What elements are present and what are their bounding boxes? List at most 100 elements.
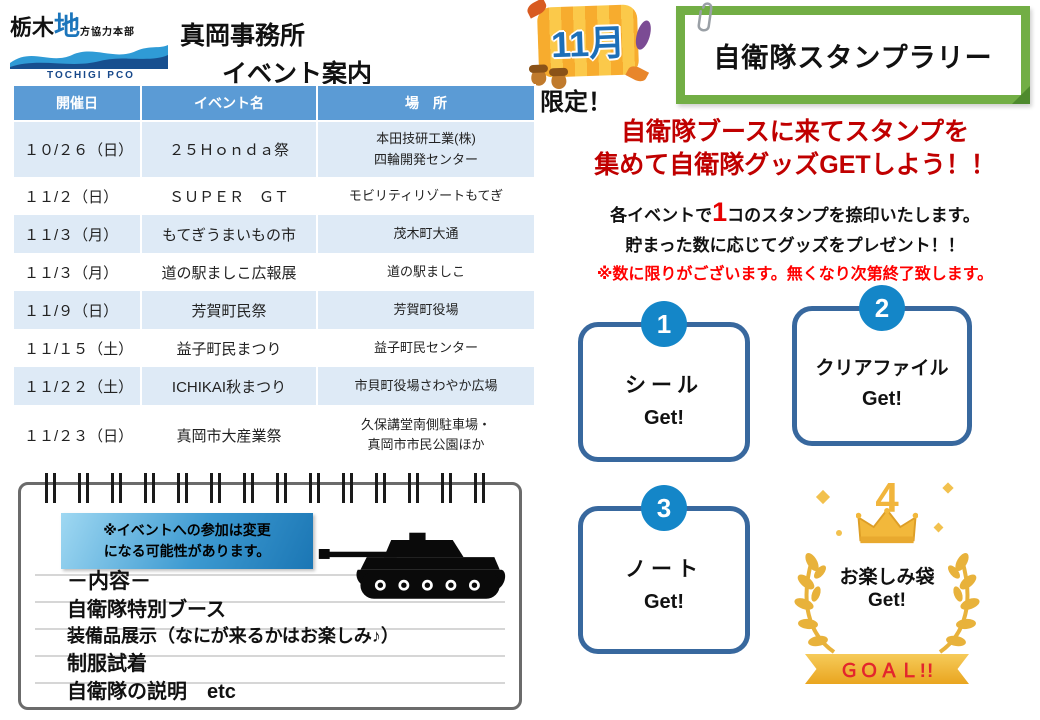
event-name-cell: もてぎうまいもの市 xyxy=(140,215,318,253)
stamp-get-label: Get! xyxy=(644,407,684,429)
event-name-cell: 道の駅ましこ広報展 xyxy=(140,253,318,291)
goal-prize-label: お楽しみ袋 xyxy=(839,567,935,588)
event-name-cell: ICHIKAI秋まつり xyxy=(140,367,318,405)
contents-item: 装備品展示（なにが来るかはお楽しみ♪） xyxy=(67,626,399,647)
sparkle-icon xyxy=(933,522,944,533)
event-place-cell: 益子町民センター xyxy=(316,329,536,367)
event-name-cell: 芳賀町民祭 xyxy=(140,291,318,329)
event-place-cell: 茂木町大通 xyxy=(316,215,536,253)
event-place-cell: 市貝町役場さわやか広場 xyxy=(316,367,536,405)
event-date-cell: １１/２（日） xyxy=(12,177,142,215)
logo-kanji: 栃木 xyxy=(10,15,55,40)
promo-headline-line2: 集めて自衛隊グッズGETしよう！！ xyxy=(594,151,996,179)
limited-label: 限定！ xyxy=(540,89,612,116)
autumn-leaf-icon xyxy=(524,0,549,19)
table-row: １１/２（日） ＳＵＰＥＲ ＧＴ モビリティリゾートもてぎ xyxy=(12,177,536,215)
event-date-cell: １１/３（月） xyxy=(12,253,142,291)
paperclip-icon xyxy=(697,2,713,32)
stamp-count: 1 xyxy=(712,197,728,227)
sticky-fold xyxy=(1012,86,1030,104)
stamp-rally-title: 自衛隊スタンプラリー xyxy=(713,42,993,73)
logo-chi: 地 xyxy=(54,11,81,41)
stamp-number-badge: 3 xyxy=(641,485,687,531)
month-label: 11月 xyxy=(550,21,626,66)
laurel-branch-icon xyxy=(938,552,980,654)
event-place-cell: 久保講堂南側駐車場・ 真岡市市民公園ほか xyxy=(316,405,536,465)
events-table: 開催日 イベント名 場 所 １０/２６（日） ２５Ｈｏｎｄａ祭 本田技研工業(株… xyxy=(12,84,536,465)
logo-japanese-name: 栃木地方協力本部 xyxy=(10,6,172,43)
table-row: １１/３（月） もてぎうまいもの市 茂木町大通 xyxy=(12,215,536,253)
month-limited-block: 11月 限定！ xyxy=(524,0,658,117)
goal-banner: ＧＯＡＬ!! xyxy=(805,654,969,684)
stamp-number-badge: 2 xyxy=(859,285,905,331)
promo-headline: 自衛隊ブースに来てスタンプを 集めて自衛隊グッズGETしよう！！ xyxy=(552,116,1038,182)
event-date-cell: １１/２３（日） xyxy=(12,405,142,465)
stamp-card-2: 2 クリアファイル Get! xyxy=(792,285,972,446)
table-row: １１/１５（土） 益子町民まつり 益子町民センター xyxy=(12,329,536,367)
office-name: 真岡事務所 xyxy=(180,22,306,50)
page-title: 真岡事務所 イベント案内 xyxy=(180,16,500,90)
table-header-row: 開催日 イベント名 場 所 xyxy=(12,84,536,122)
wave-icon xyxy=(10,45,168,69)
stamp-prize-label: ノート xyxy=(625,558,703,581)
tank-icon xyxy=(318,532,506,599)
goal-card: 4 xyxy=(788,474,986,696)
promo-subline: 各イベントで1コのスタンプを捺印いたします。 貯まった数に応じてグッズをプレゼン… xyxy=(552,192,1038,258)
notebook-panel: ※イベントへの参加は変更 になる可能性があります。 －内容－ 自衛隊 xyxy=(18,473,522,710)
event-place-cell: 芳賀町役場 xyxy=(316,291,536,329)
promo-subline-line1: 各イベントで1コのスタンプを捺印いたします。 xyxy=(552,192,1038,233)
event-place-cell: 本田技研工業(株) 四輪開発センター xyxy=(316,121,536,177)
stamp-get-label: Get! xyxy=(862,388,902,410)
sweet-potato-icon xyxy=(632,18,654,52)
col-header-date: 開催日 xyxy=(12,84,142,122)
contents-item: 自衛隊の説明 etc xyxy=(67,680,236,703)
event-date-cell: １１/３（月） xyxy=(12,215,142,253)
tochigi-pco-logo: 栃木地方協力本部 TOCHIGI PCO xyxy=(10,6,172,82)
col-header-event: イベント名 xyxy=(140,84,318,122)
stamp-number-badge: 1 xyxy=(641,301,687,347)
stamp-card-1: 1 シール Get! xyxy=(578,301,750,462)
contents-heading: －内容－ xyxy=(67,570,151,593)
sparkle-icon xyxy=(836,530,842,536)
promo-headline-line1: 自衛隊ブースに来てスタンプを xyxy=(620,118,969,146)
event-name-cell: ２５Ｈｏｎｄａ祭 xyxy=(140,121,318,177)
goal-banner-label: ＧＯＡＬ!! xyxy=(839,660,935,682)
col-header-place: 場 所 xyxy=(316,84,536,122)
event-place-cell: モビリティリゾートもてぎ xyxy=(316,177,536,215)
logo-rest: 方協力本部 xyxy=(80,27,136,38)
table-row: １１/２３（日） 真岡市大産業祭 久保講堂南側駐車場・ 真岡市市民公園ほか xyxy=(12,405,536,465)
booth-contents: －内容－ 自衛隊特別ブース 装備品展示（なにが来るかはお楽しみ♪） 制服試着 自… xyxy=(67,567,399,706)
table-row: １１/９（日） 芳賀町民祭 芳賀町役場 xyxy=(12,291,536,329)
stamp-prize-label: クリアファイル xyxy=(815,358,949,379)
logo-english-name: TOCHIGI PCO xyxy=(47,70,135,81)
event-place-cell: 道の駅ましこ xyxy=(316,253,536,291)
stamp-get-label: Get! xyxy=(644,591,684,613)
schedule-change-warning: ※イベントへの参加は変更 になる可能性があります。 xyxy=(61,513,313,569)
contents-item: 自衛隊特別ブース xyxy=(67,599,226,622)
event-date-cell: １１/９（日） xyxy=(12,291,142,329)
stamp-card-3: 3 ノート Get! xyxy=(578,485,750,654)
event-name-cell: 真岡市大産業祭 xyxy=(140,405,318,465)
laurel-branch-icon xyxy=(794,552,836,654)
sticky-note: 自衛隊スタンプラリー xyxy=(676,2,1030,104)
spiral-binding-icon xyxy=(45,473,491,503)
promo-subline-line2: 貯まった数に応じてグッズをプレゼント！！ xyxy=(625,235,965,255)
stamp-prize-label: シール xyxy=(625,374,703,397)
event-name-cell: 益子町民まつり xyxy=(140,329,318,367)
event-name-cell: ＳＵＰＥＲ ＧＴ xyxy=(140,177,318,215)
event-date-cell: １０/２６（日） xyxy=(12,121,142,177)
acorn-icon xyxy=(551,71,567,90)
event-date-cell: １１/１５（土） xyxy=(12,329,142,367)
table-row: １１/３（月） 道の駅ましこ広報展 道の駅ましこ xyxy=(12,253,536,291)
stock-warning: ※数に限りがございます。無くなり次第終了致します。 xyxy=(596,266,994,283)
sub-suffix: コのスタンプを捺印いたします。 xyxy=(727,206,980,225)
goal-get-label: Get! xyxy=(868,590,906,611)
table-row: １０/２６（日） ２５Ｈｏｎｄａ祭 本田技研工業(株) 四輪開発センター xyxy=(12,121,536,177)
table-row: １１/２２（土） ICHIKAI秋まつり 市貝町役場さわやか広場 xyxy=(12,367,536,405)
crown-icon xyxy=(856,508,918,544)
sub-prefix: 各イベントで xyxy=(610,206,713,225)
month-badge: 11月 xyxy=(524,0,654,90)
event-guide-label: イベント案内 xyxy=(222,60,373,88)
event-date-cell: １１/２２（土） xyxy=(12,367,142,405)
contents-item: 制服試着 xyxy=(67,652,147,675)
